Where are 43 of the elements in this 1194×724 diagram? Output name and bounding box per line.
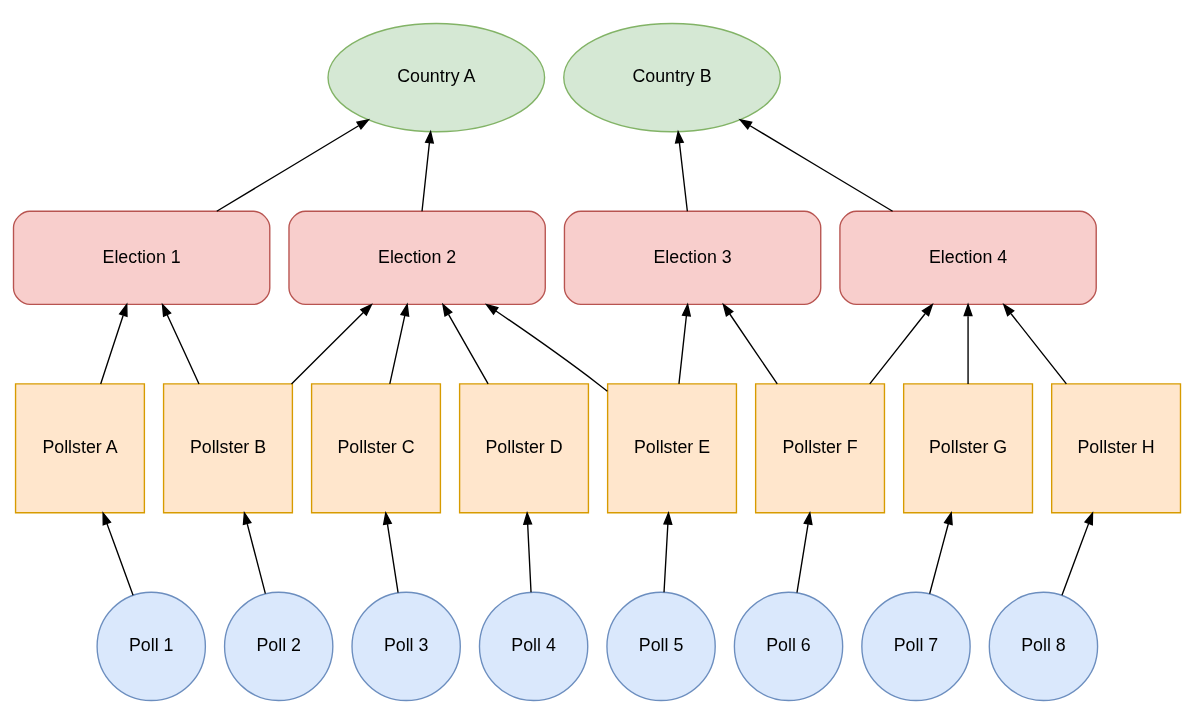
arrow: [242, 510, 267, 595]
arrow: [869, 302, 934, 385]
node-circle: Poll 2: [223, 591, 334, 702]
arrow: [1002, 302, 1068, 385]
arrow: [663, 510, 673, 593]
arrow: [441, 302, 489, 385]
arrow: [216, 118, 371, 212]
node-box: Election 4: [839, 210, 1097, 306]
node-box: Pollster H: [1051, 383, 1182, 514]
node-circle: Poll 1: [96, 591, 207, 702]
node-box: Pollster D: [458, 383, 590, 514]
node-circle: Poll 5: [606, 591, 716, 702]
node-box: Election 1: [12, 210, 271, 306]
arrow: [290, 303, 373, 385]
arrow: [929, 510, 953, 595]
node-box: Pollster E: [606, 383, 738, 514]
arrow: [738, 118, 894, 212]
arrow: [102, 511, 134, 596]
node-box: Pollster G: [902, 383, 1034, 514]
arrow: [722, 302, 778, 385]
node-circle: Poll 4: [478, 591, 589, 702]
arrow: [796, 510, 813, 594]
arrow: [382, 510, 399, 594]
node-circle: Poll 6: [733, 591, 844, 702]
arrow: [484, 303, 609, 392]
node-box: Pollster A: [14, 383, 146, 514]
arrow: [161, 302, 200, 385]
arrow: [1061, 511, 1094, 596]
arrow: [963, 302, 973, 385]
arrow: [678, 302, 692, 385]
arrow: [389, 302, 410, 385]
node-box: Pollster C: [310, 383, 442, 514]
node-circle: Poll 3: [351, 591, 461, 702]
arrow: [522, 510, 533, 593]
node-box: Election 3: [563, 210, 822, 306]
node-box: Election 2: [288, 210, 546, 306]
arrow: [100, 302, 128, 385]
node-box: Pollster F: [754, 383, 886, 514]
node-circle: Poll 7: [861, 591, 971, 702]
arrow: [674, 129, 689, 212]
arrow: [421, 129, 435, 212]
node-box: Pollster B: [162, 383, 294, 514]
node-circle: Poll 8: [988, 591, 1099, 702]
